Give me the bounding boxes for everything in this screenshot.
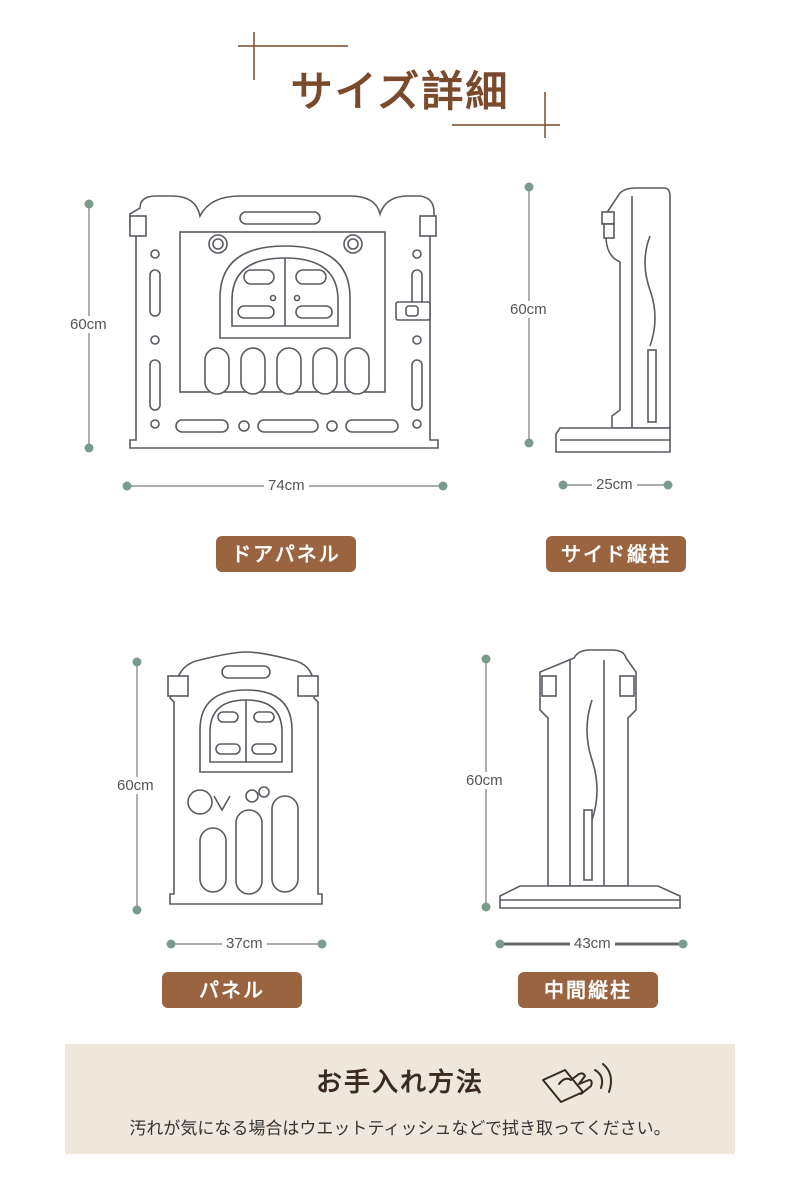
page-title: サイズ詳細 (290, 67, 510, 116)
middle-post-drawing (499, 649, 681, 909)
door-panel-drawing (129, 195, 439, 449)
door-panel-height: 60cm (66, 316, 111, 333)
care-title: お手入れ方法 (315, 1068, 484, 1098)
panel-drawing (167, 651, 323, 905)
side-post-label: サイド縦柱 (546, 536, 686, 572)
panel-width: 37cm (222, 935, 267, 952)
panel-height: 60cm (113, 777, 158, 794)
middle-post-label: 中間縦柱 (518, 972, 658, 1008)
middle-post-width: 43cm (570, 935, 615, 952)
wiping-hand-icon (542, 1063, 612, 1103)
door-panel-width: 74cm (264, 477, 309, 494)
side-post-height: 60cm (506, 301, 551, 318)
middle-post-height: 60cm (462, 772, 507, 789)
care-section: お手入れ方法 汚れが気になる場合はウエットティッシュなどで拭き取ってください。 (65, 1044, 735, 1154)
care-text: 汚れが気になる場合はウエットティッシュなどで拭き取ってください。 (129, 1119, 671, 1139)
side-post-width: 25cm (592, 476, 637, 493)
title-ornament (238, 32, 560, 138)
side-post-drawing (555, 187, 671, 453)
door-panel-label: ドアパネル (216, 536, 356, 572)
panel-label: パネル (162, 972, 302, 1008)
